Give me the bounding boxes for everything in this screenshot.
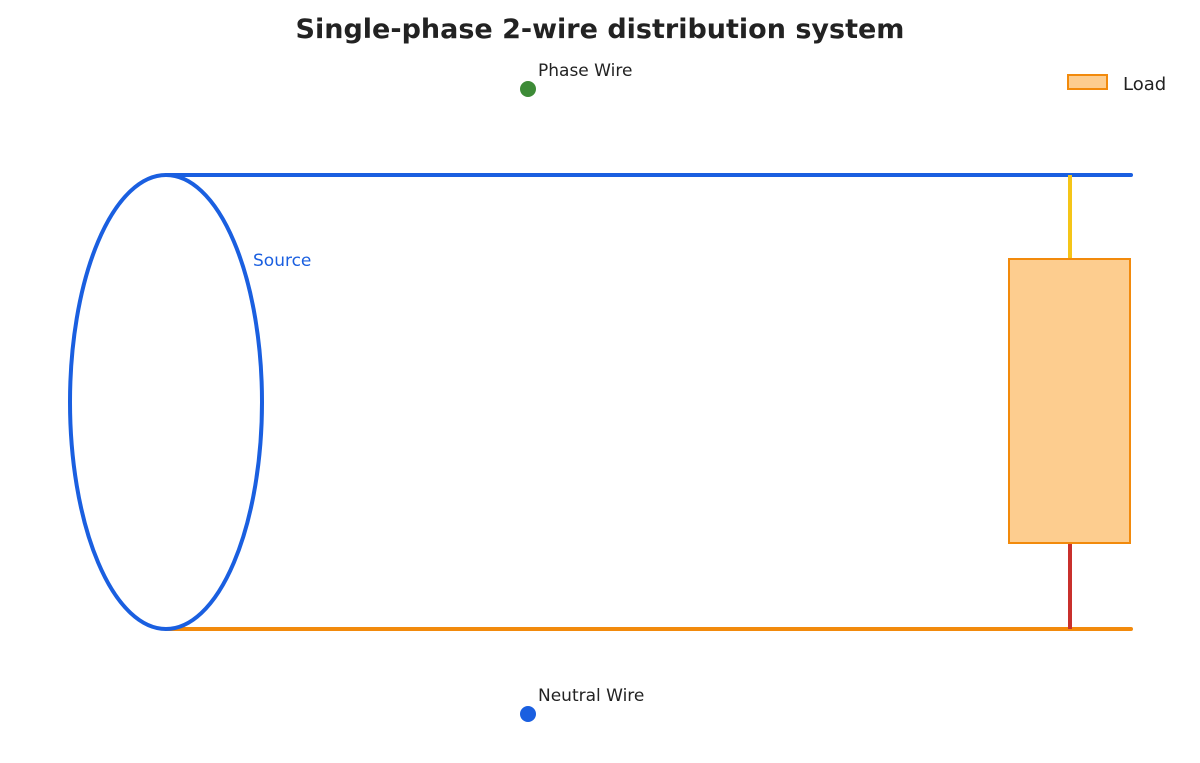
legend-load-label: Load: [1123, 74, 1166, 95]
phase-wire-marker: [520, 81, 536, 97]
diagram-title: Single-phase 2-wire distribution system: [296, 14, 905, 45]
legend-load-swatch: [1067, 74, 1108, 90]
neutral-wire-marker: [520, 706, 536, 722]
neutral-wire-label: Neutral Wire: [538, 686, 644, 706]
source-coil: [68, 173, 264, 631]
legend: Load: [1067, 74, 1166, 95]
load-box: [1008, 258, 1131, 544]
source-label: Source: [253, 251, 311, 271]
phase-wire-label: Phase Wire: [538, 61, 632, 81]
